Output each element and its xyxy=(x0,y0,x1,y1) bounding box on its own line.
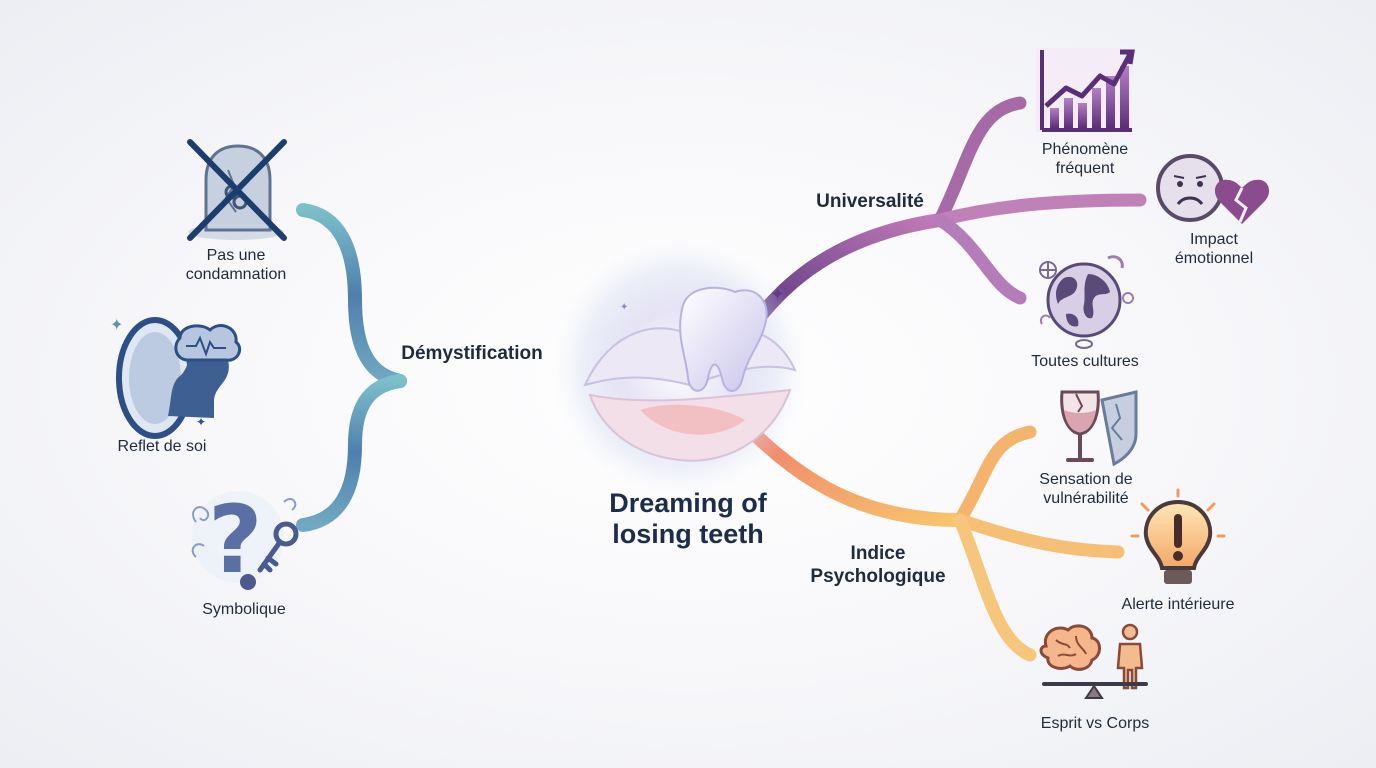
leaf-label-line1: Alerte intérieure xyxy=(1121,596,1235,613)
rising-chart-icon xyxy=(1036,48,1135,132)
mirror-reflection-icon: ✦ ✦ xyxy=(110,317,242,439)
central-topic-line2: losing teeth xyxy=(612,519,764,549)
leaf-label-esprit-vs-corps: Esprit vs Corps xyxy=(1041,714,1149,733)
leaf-label-toutes-cultures: Toutes cultures xyxy=(1031,352,1139,371)
central-topic-line1: Dreaming of xyxy=(609,488,767,518)
central-illustration: ✦ ✦ xyxy=(550,238,810,498)
svg-text:✦: ✦ xyxy=(110,317,123,334)
branch-label-indice-line2: Psychologique xyxy=(810,566,946,587)
leaf-label-line1: Esprit vs Corps xyxy=(1040,715,1150,732)
leaf-label-line2: vulnérabilité xyxy=(1043,490,1129,507)
globe-icon xyxy=(1039,255,1134,349)
svg-text:✦: ✦ xyxy=(770,284,785,304)
leaf-label-line1: Reflet de soi xyxy=(117,438,207,455)
leaf-label-symbolique: Symbolique xyxy=(202,600,286,619)
leaf-label-impact-emotionnel: Impact émotionnel xyxy=(1175,230,1253,268)
leaf-label-line2: condamnation xyxy=(185,266,287,283)
branch-label-indice-line1: Indice xyxy=(850,543,906,564)
tooth-icon xyxy=(679,286,768,392)
leaf-label-line1: Impact xyxy=(1189,231,1238,248)
lightbulb-alert-icon xyxy=(1130,488,1226,584)
leaf-label-line1: Phénomène xyxy=(1041,141,1129,158)
leaf-label-line1: Pas une xyxy=(206,247,266,264)
leaf-label-alerte-interieure: Alerte intérieure xyxy=(1122,595,1235,614)
svg-text:✦: ✦ xyxy=(620,302,628,313)
tongue xyxy=(640,404,745,435)
branch-label-indice-psychologique: Indice Psychologique xyxy=(810,542,945,588)
leaf-label-line2: fréquent xyxy=(1055,160,1115,177)
leaf-label-line1: Symbolique xyxy=(202,601,286,618)
branch-indice-connectors xyxy=(733,413,1125,662)
question-mark-key-icon: ? xyxy=(191,486,299,595)
leaf-label-reflet-de-soi: Reflet de soi xyxy=(118,437,207,456)
leaf-label-line2: émotionnel xyxy=(1174,250,1254,267)
leaf-label-sensation-de-vulnerabilite: Sensation de vulnérabilité xyxy=(1039,470,1132,508)
branch-demystification-connectors xyxy=(229,203,608,532)
svg-text:✦: ✦ xyxy=(196,415,206,429)
broken-glass-shield-icon xyxy=(1060,390,1138,467)
sad-face-broken-heart-icon xyxy=(1156,154,1270,224)
crossed-out-tombstone-icon xyxy=(187,139,287,241)
leaf-label-line1: Sensation de xyxy=(1039,471,1133,488)
branch-label-universalite: Universalité xyxy=(816,191,924,212)
leaf-label-phenomene-frequent: Phénomène fréquent xyxy=(1042,140,1128,178)
leaf-label-pas-une-condamnation: Pas une condamnation xyxy=(186,246,287,284)
central-topic-label: Dreaming of losing teeth xyxy=(609,488,767,550)
branch-label-demystification: Démystification xyxy=(401,343,543,364)
leaf-label-line1: Toutes cultures xyxy=(1031,353,1139,370)
brain-body-balance-icon xyxy=(1039,623,1148,699)
